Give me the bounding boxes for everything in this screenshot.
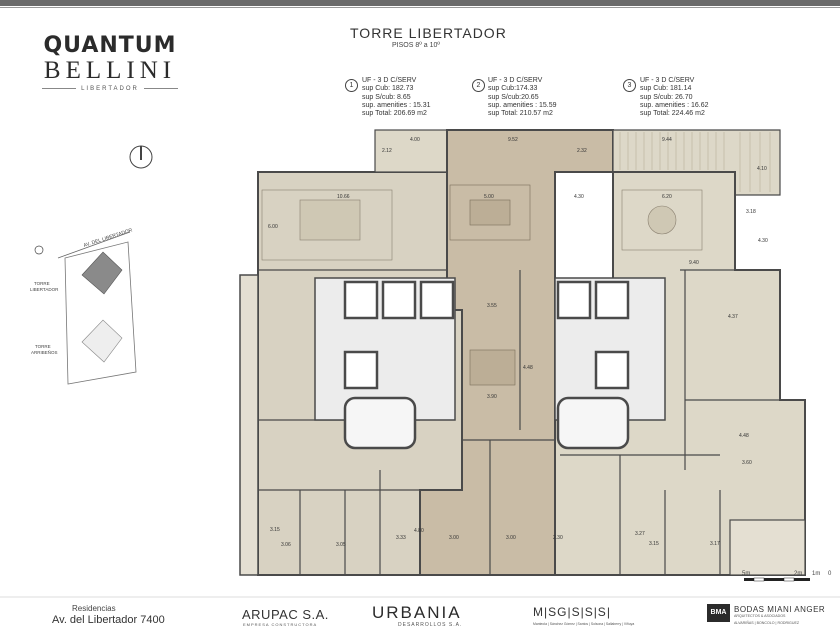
dim-label: 6.00 [268,224,278,230]
plan-subtitle: PISOS 8º a 10º [392,42,440,49]
core-left [314,277,456,450]
unit-3-type: UF - 3 D C/SERV [640,77,695,84]
unit-1-number: 1 [345,79,358,92]
unit-1-sup-scub: sup S/cub: 8.65 [362,93,411,101]
dim-label: 5.00 [484,194,494,200]
plan-title: TORRE LIBERTADOR [350,25,507,41]
dim-label: 6.20 [662,194,672,200]
arupac-subtitle: EMPRESA CONSTRUCTORA [243,622,318,627]
unit-1-total: sup Total: 206.69 m2 [362,110,427,118]
dim-label: 4.00 [410,137,420,143]
dim-label: 3.27 [635,531,645,537]
unit-3-amenities: sup. amenities : 16.62 [640,101,709,109]
site-tower1-label-a: TORRE [34,281,50,286]
core-right [554,277,666,450]
unit-3-sup-cub: sup Cub: 181.14 [640,85,692,93]
terrace-deck [619,132,771,192]
dim-label: 9.52 [508,137,518,143]
dim-label: 9.40 [689,260,699,266]
dim-label: 10.66 [337,194,350,200]
north-arrow-icon [129,145,153,169]
dim-label: 3.18 [746,209,756,215]
brand-libertador: LIBERTADOR [30,86,190,92]
dim-label: 4.30 [758,238,768,244]
unit-3-area [554,129,806,576]
dim-label: 3.00 [506,535,516,541]
msgsss-logo: M|SG|S|S|S| [533,605,611,619]
brand-bellini: BELLINI [43,57,177,84]
dim-label: 4.30 [574,194,584,200]
dim-label: 3.90 [487,394,497,400]
site-tower1-label-b: LIBERTADOR [30,287,59,292]
dim-label: 3.00 [449,535,459,541]
unit-1-amenities: sup. amenities : 15.31 [362,101,431,109]
unit-2-type: UF - 3 D C/SERV [488,77,543,84]
site-tower2-label-a: TORRE [35,344,51,349]
dim-label: 2.12 [382,148,392,154]
top-border [0,0,840,6]
dim-label: 3.17 [710,541,720,547]
dim-label: 4.48 [523,365,533,371]
unit-3-total: sup Total: 224.46 m2 [640,110,705,118]
unit-2-amenities: sup. amenities : 15.59 [488,101,557,109]
floor-plan: AV. DEL LIBERTADOR TORRE LIBERTADOR TORR… [0,129,840,598]
unit-2-sup-scub: sup S/cub:20.65 [488,93,539,101]
top-border-line [0,7,840,8]
brand-quantum: QUANTUM [43,33,177,58]
site-plan-diagram: AV. DEL LIBERTADOR TORRE LIBERTADOR TORR… [30,227,137,385]
bma-subtitle-2: ALVARIÑAS | BONCOLO | RODRIGUEZ [734,621,800,625]
urbania-subtitle: DESARROLLOS S.A. [398,622,463,628]
unit-2-total: sup Total: 210.57 m2 [488,110,553,118]
dim-label: 9.44 [662,137,672,143]
msgsss-subtitle: Manteola | Sánchez Gómez | Santos | Sols… [533,622,635,626]
unit-3-number: 3 [623,79,636,92]
dim-label: 3.15 [270,527,280,533]
scale-bar: 5m 2m 1m 0 [742,571,832,582]
scale-label-2m: 2m [794,571,802,577]
site-tower2-label-b: ARRIBEÑOS [31,349,58,355]
dim-label: 2.30 [553,535,563,541]
unit-1-spec: UF - 3 D C/SERV sup Cub: 182.73 sup S/cu… [362,77,431,118]
dim-label: 3.33 [396,535,406,541]
unit-3-sup-scub: sup S/cub: 26.70 [640,93,693,101]
footer-address: Av. del Libertador 7400 [52,614,165,626]
unit-2-spec: UF - 3 D C/SERV sup Cub:174.33 sup S/cub… [488,77,557,118]
dim-label: 4.80 [414,528,424,534]
bma-subtitle: ARQUITECTOS & ASOCIADOS [734,614,786,618]
bma-logo: BMA [707,604,730,622]
dim-label: 3.15 [649,541,659,547]
dim-label: 4.48 [739,433,749,439]
scale-label-0: 0 [828,571,832,577]
unit-3-spec: UF - 3 D C/SERV sup Cub: 181.14 sup S/cu… [640,77,709,118]
dim-label: 3.06 [281,542,291,548]
dim-label: 3.60 [742,460,752,466]
site-street-label: AV. DEL LIBERTADOR [83,227,134,249]
unit-1-sup-cub: sup Cub: 182.73 [362,85,414,93]
unit-2-number: 2 [472,79,485,92]
dim-label: 2.32 [577,148,587,154]
dim-label: 3.55 [487,303,497,309]
bma-name: BODAS MIANI ANGER [734,605,826,614]
dim-label: 4.37 [728,314,738,320]
brand-logo: QUANTUM BELLINI LIBERTADOR [30,33,190,93]
unit-1-type: UF - 3 D C/SERV [362,77,417,84]
scale-label-1m: 1m [812,571,820,577]
footer-residencias: Residencias [72,604,116,613]
dim-label: 3.05 [336,542,346,548]
urbania-logo: URBANIA [372,603,462,622]
dim-label: 4.10 [757,166,767,172]
scale-label-5m: 5m [742,571,750,577]
arupac-logo: ARUPAC S.A. [242,607,329,622]
unit-2-sup-cub: sup Cub:174.33 [488,85,538,93]
